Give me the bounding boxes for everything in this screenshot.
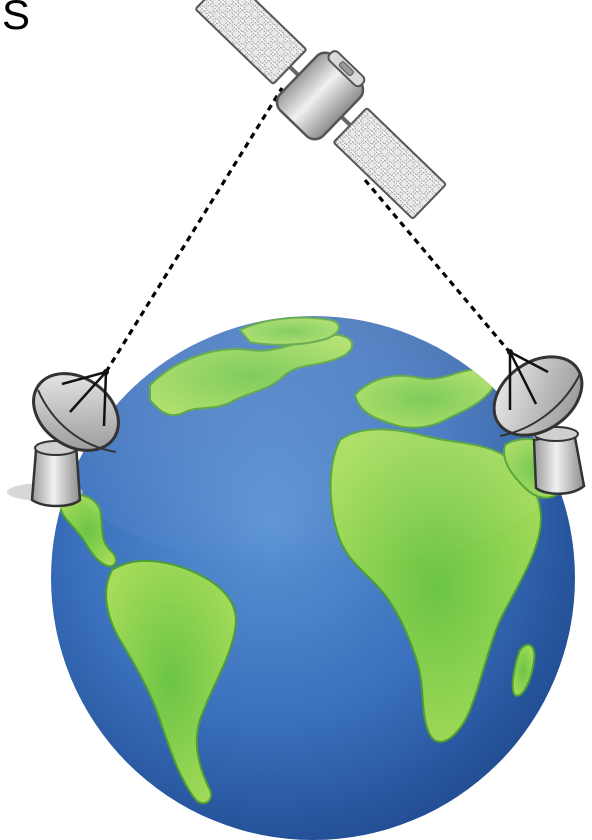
satellite (186, 0, 460, 229)
earth-globe (51, 310, 575, 840)
satellite-icon (186, 0, 460, 229)
